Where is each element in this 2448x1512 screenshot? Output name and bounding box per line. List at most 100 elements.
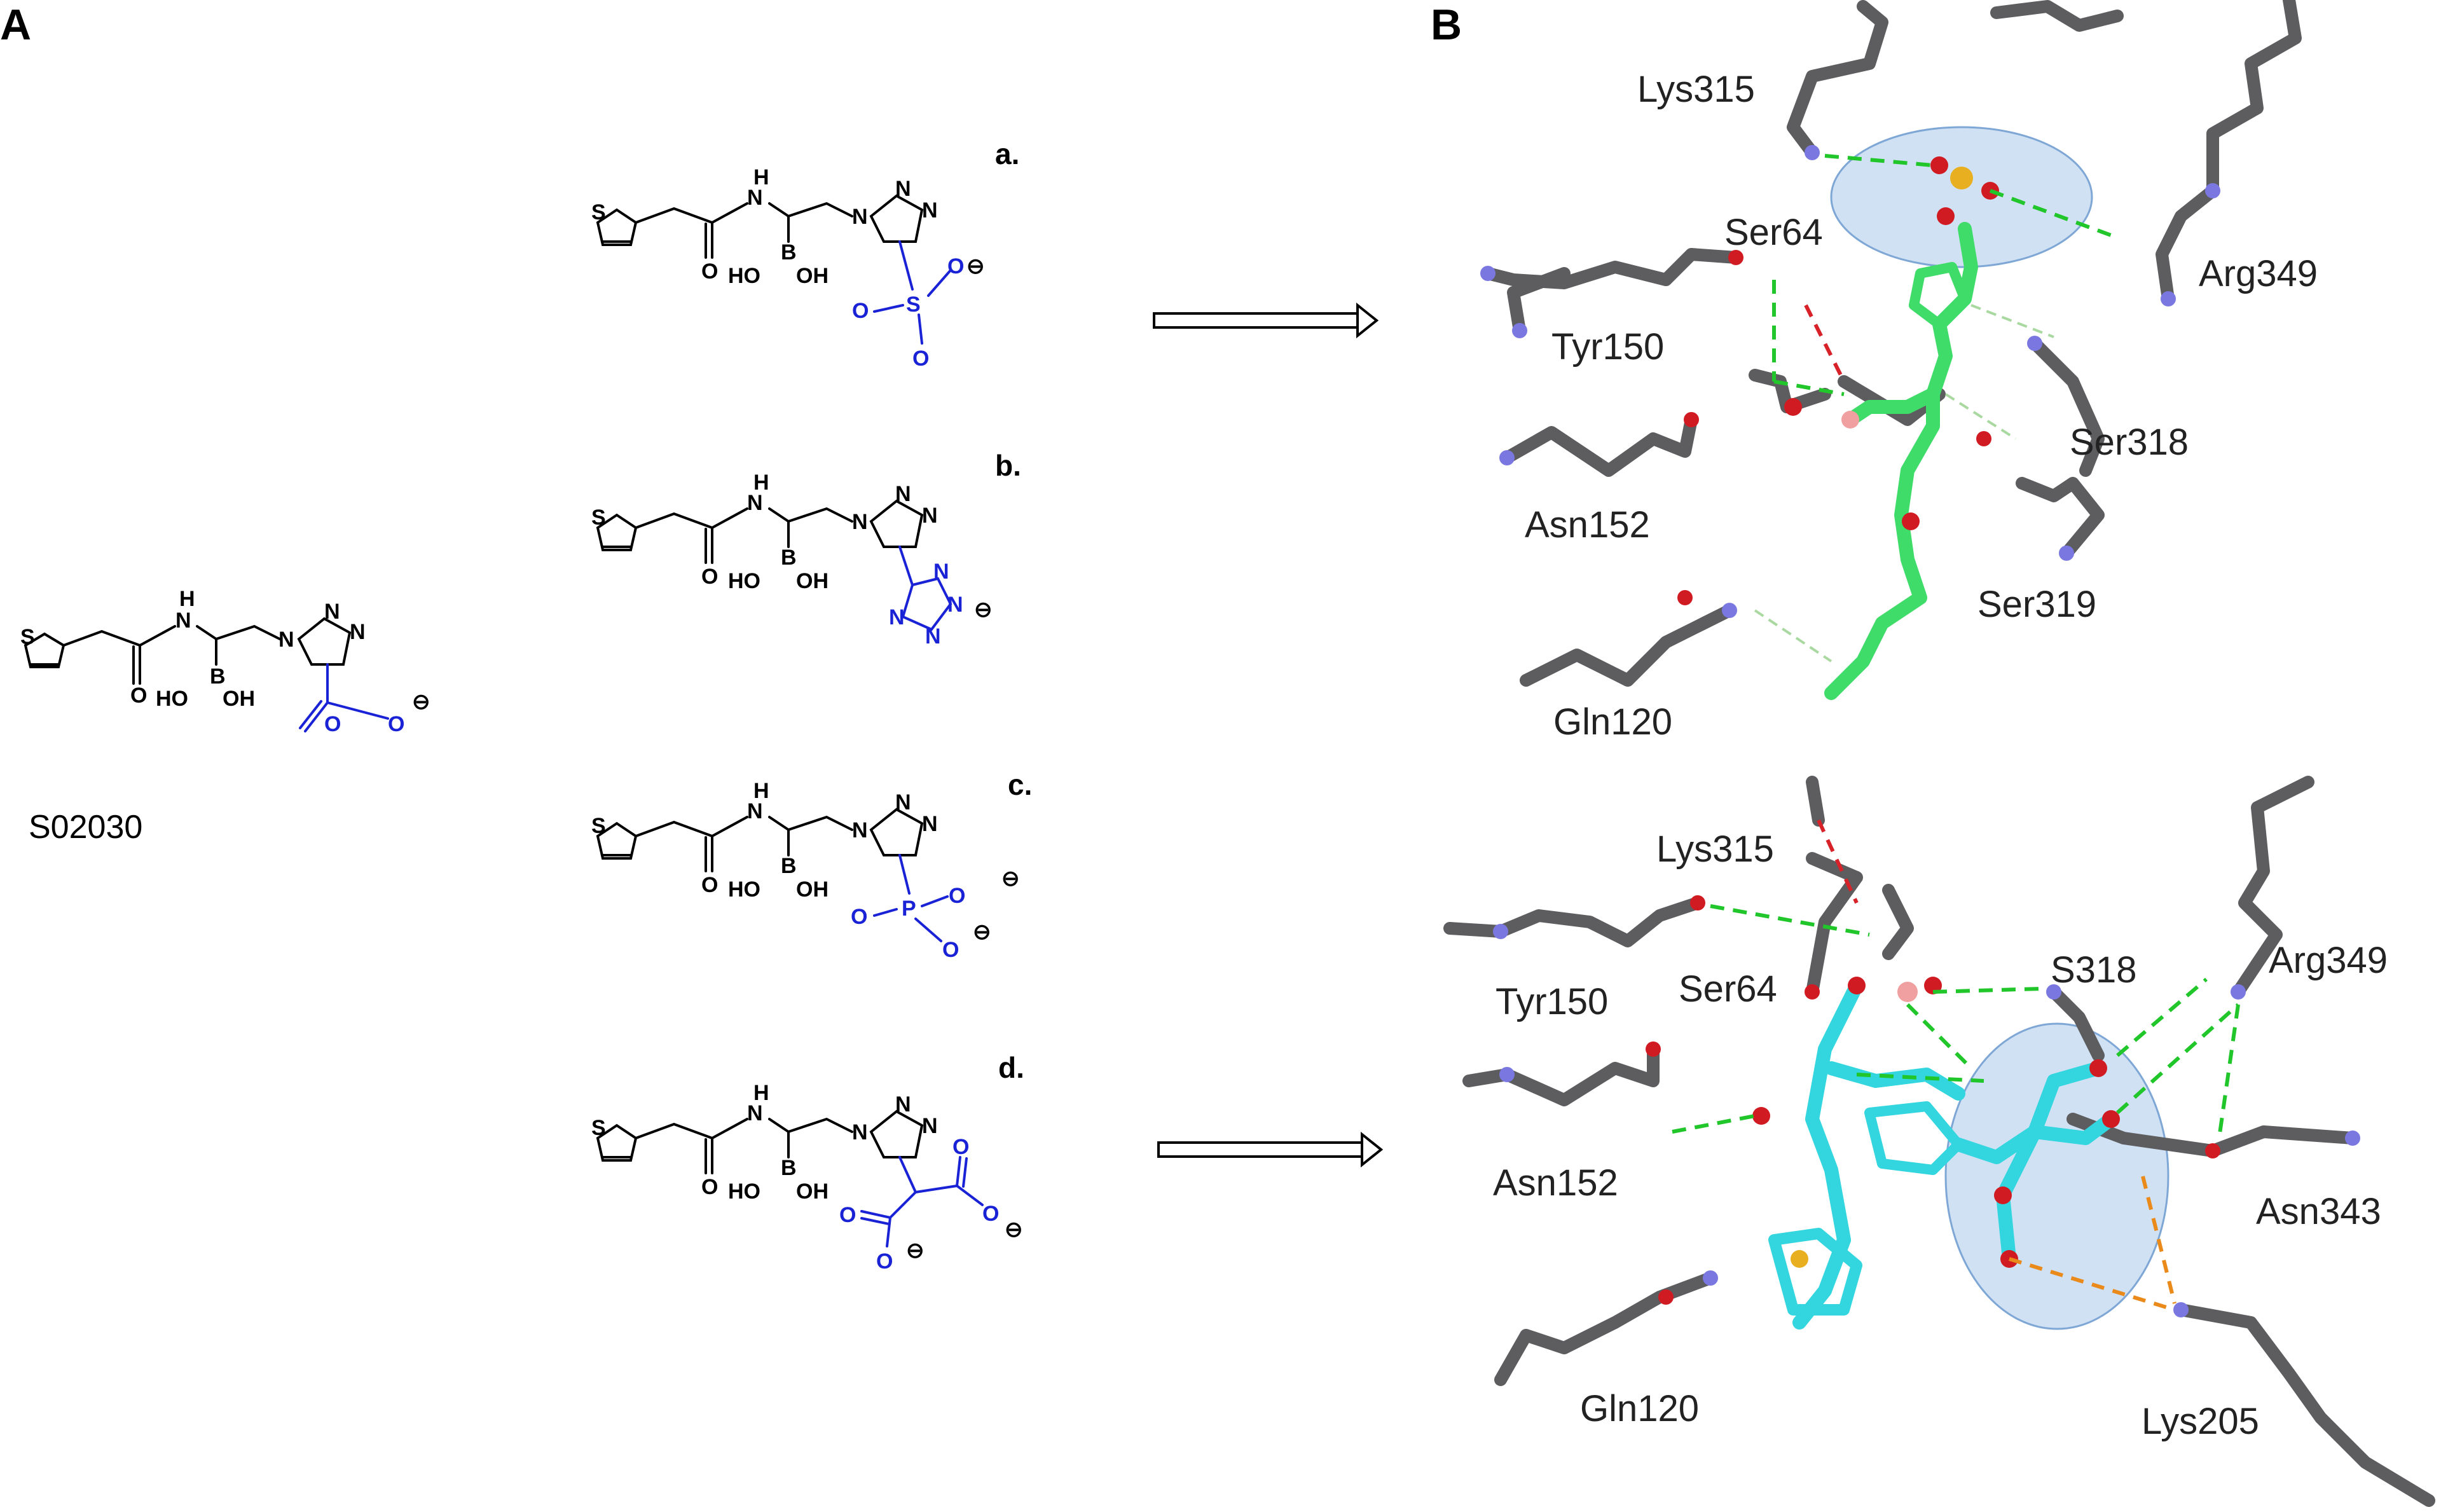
carboxylate-o2-label: O [388,712,404,736]
ho-label: HO [728,1179,760,1204]
boron-label: B [781,546,797,570]
oh-label: OH [796,1179,829,1204]
top-label-gln120: Gln120 [1553,701,1672,743]
amide-h-label: H [753,779,769,803]
compound-b-letter: b. [995,449,1021,482]
boron-label: B [781,1156,797,1180]
sulfur-atom-label: S [591,505,606,530]
triazole-n2-label: N [895,482,911,506]
top-label-ser319: Ser319 [1977,584,2096,625]
amide-h-label: H [753,471,769,495]
triazole-n3-label: N [922,198,938,223]
compound-d-structure: S O N H B HO OH N N N O O O O ⊖ ⊖ [591,1081,1023,1274]
parent-compound-structure: S O N H B HO OH N N N O O ⊖ [20,587,430,736]
oh-label: OH [796,264,829,288]
sulfonate-s-label: S [906,292,921,317]
amide-h-label: H [179,587,195,611]
oxygen-atom-label: O [130,684,147,708]
compound-a-structure: S O N H B HO OH N N N S O O O ⊖ [591,165,985,371]
sulfonate-charge-label: ⊖ [966,254,985,278]
malonate-charge2-label: ⊖ [906,1239,925,1263]
ho-label: HO [728,264,760,288]
triazole-n2-label: N [324,600,340,624]
amide-n-label: N [747,491,763,515]
carboxylate-charge-label: ⊖ [412,690,430,714]
arrow-d-to-bottom-complex [1157,1131,1384,1168]
top-label-ser318: Ser318 [2070,422,2189,463]
phosphonate-o3-label: O [942,938,959,962]
phosphonate-charge1-label: ⊖ [1001,867,1020,891]
oxygen-atom-label: O [701,1175,718,1199]
compound-c-letter: c. [1008,768,1032,801]
sulfonate-o3-label: O [947,254,964,278]
malonate-o1-label: O [839,1203,856,1227]
top-label-lys315: Lys315 [1637,69,1755,110]
bottom-label-asn152: Asn152 [1493,1162,1618,1204]
compound-a-letter: a. [995,137,1019,170]
parent-compound-name: S02030 [29,809,142,846]
triazole-n3-label: N [922,504,938,528]
malonate-o4-label: O [982,1202,999,1226]
carboxylate-o-label: O [324,712,341,736]
triazole-n3-label: N [350,620,366,644]
triazole-n1-label: N [278,628,294,652]
bottom-label-lys205: Lys205 [2142,1401,2259,1442]
boron-label: B [210,664,226,689]
oxygen-atom-label: O [701,873,718,897]
tetrazole-charge-label: ⊖ [974,598,993,622]
tetrazole-n3-label: N [925,624,941,649]
top-binding-site [1480,0,2302,700]
sulfur-atom-label: S [591,814,606,838]
amide-n-label: N [747,1101,763,1125]
compound-d-letter: d. [998,1051,1024,1084]
phosphonate-p-label: P [902,897,916,921]
bottom-label-s318: S318 [2051,949,2136,991]
boron-label: B [781,854,797,878]
top-label-ser64: Ser64 [1724,212,1823,253]
triazole-n2-label: N [895,177,911,201]
phosphonate-charge2-label: ⊖ [973,920,991,944]
bottom-label-gln120: Gln120 [1580,1388,1699,1429]
oxygen-atom-label: O [701,259,718,284]
phosphonate-o2-label: O [949,884,965,908]
sulfonate-o2-label: O [912,347,929,371]
triazole-n1-label: N [852,205,868,229]
top-label-asn152: Asn152 [1525,504,1650,546]
amide-n-label: N [175,608,191,633]
ho-label: HO [728,569,760,593]
triazole-n3-label: N [922,1114,938,1138]
amide-h-label: H [753,1081,769,1105]
sulfur-atom-label: S [591,1116,606,1140]
arrow-a-to-top-complex [1153,302,1379,339]
amide-h-label: H [753,165,769,189]
oh-label: OH [796,569,829,593]
malonate-o3-label: O [952,1135,969,1159]
triazole-n1-label: N [852,818,868,842]
amide-n-label: N [747,186,763,210]
phosphonate-o1-label: O [851,905,867,929]
ho-label: HO [728,877,760,902]
compound-c-structure: S O N H B HO OH N N N P O O O ⊖ ⊖ [591,779,1020,962]
triazole-n1-label: N [852,1120,868,1144]
triazole-n1-label: N [852,510,868,534]
malonate-charge1-label: ⊖ [1005,1218,1023,1242]
bottom-binding-site [1443,776,2435,1507]
ho-label: HO [156,687,188,711]
bottom-label-arg349: Arg349 [2269,940,2388,981]
triazole-n2-label: N [895,1092,911,1117]
sulfur-atom-label: S [20,625,35,649]
triazole-n2-label: N [895,790,911,814]
triazole-n3-label: N [922,812,938,836]
oxygen-atom-label: O [701,565,718,589]
oh-label: OH [796,877,829,902]
malonate-highlight [1944,1022,2170,1330]
bottom-label-lys315: Lys315 [1656,828,1774,870]
bottom-label-asn343: Asn343 [2256,1191,2381,1232]
tetrazole-n1-label: N [933,560,949,584]
top-label-tyr150: Tyr150 [1551,326,1664,368]
tetrazole-n2-label: N [947,593,963,617]
bottom-label-ser64: Ser64 [1679,968,1777,1010]
malonate-o2-label: O [876,1249,893,1274]
sulfonate-o1-label: O [852,299,869,323]
